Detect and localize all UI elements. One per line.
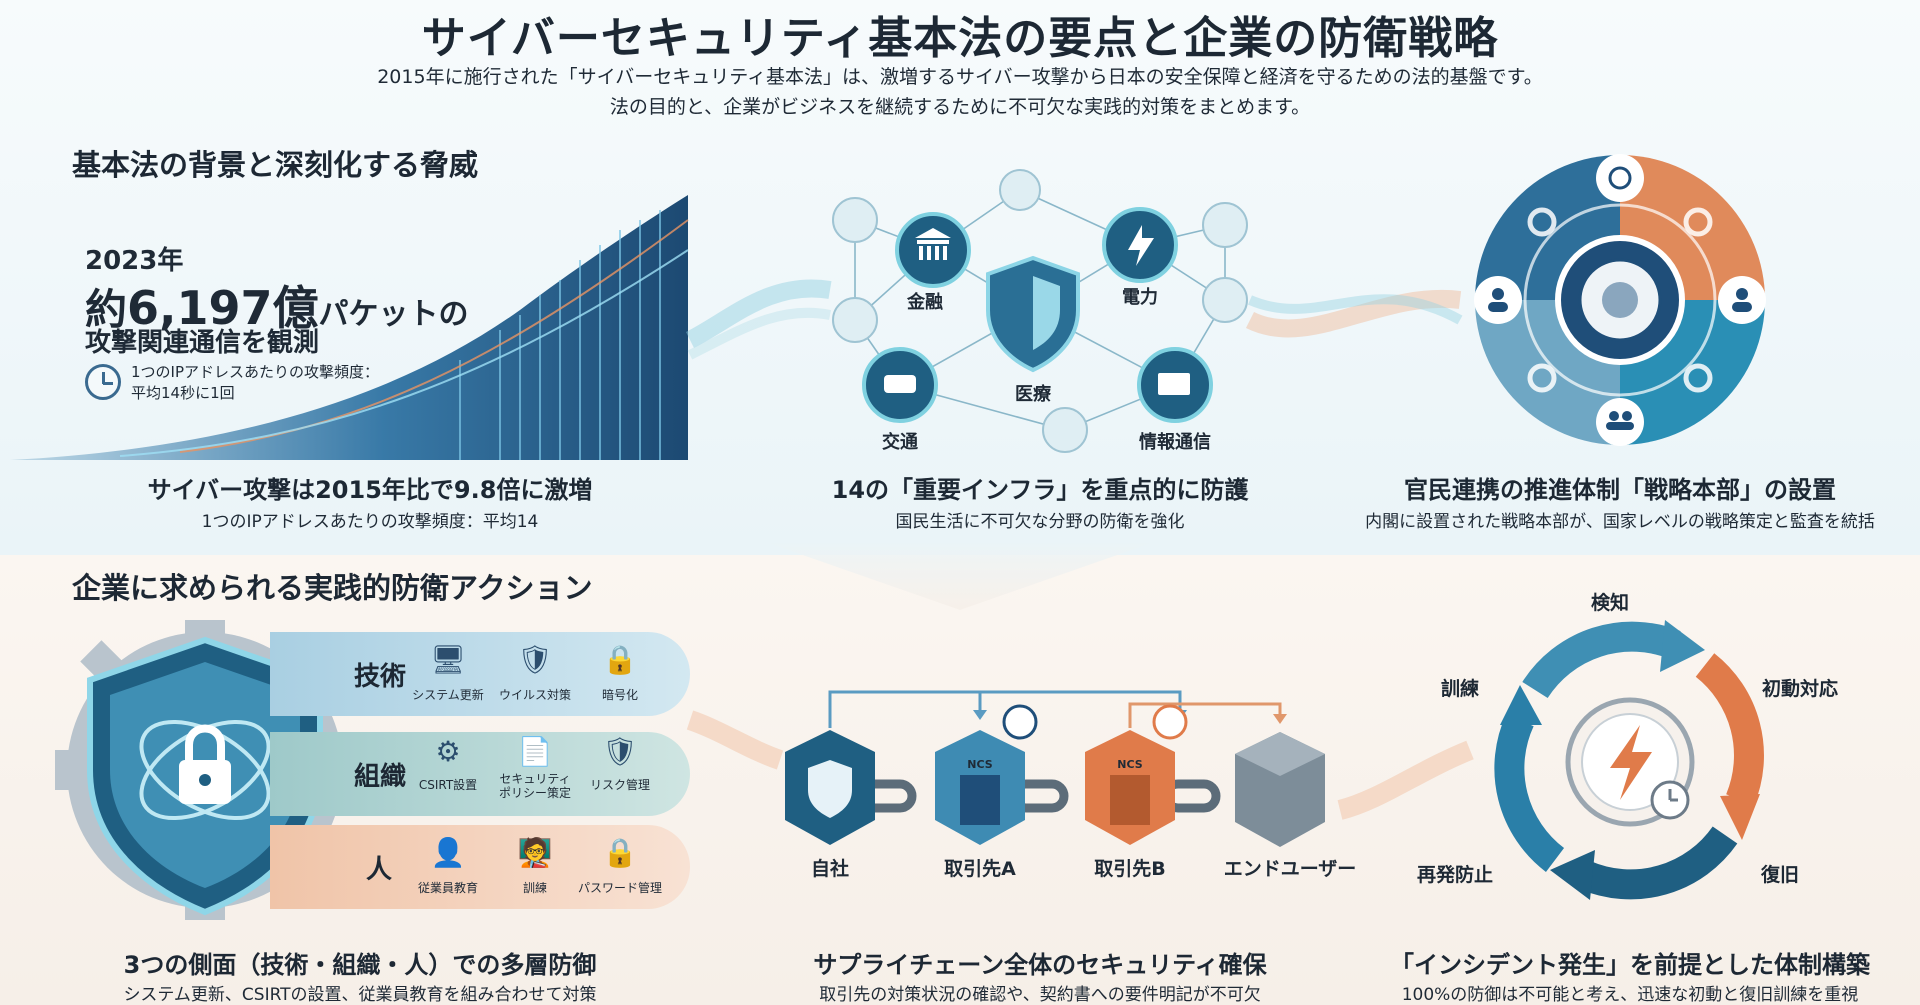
- lock-icon: 🔒: [602, 643, 638, 676]
- layer-tech-label: 技術: [354, 662, 407, 692]
- s1-card2-subtitle: 国民生活に不可欠な分野の防衛を強化: [895, 512, 1185, 532]
- node-label-finance: 金融: [906, 291, 943, 313]
- freq-line1: 1つのIPアドレスあたりの攻撃頻度：: [131, 363, 380, 381]
- human-item-1: 従業員教育: [417, 881, 478, 895]
- training-icon: 🧑‍🏫: [517, 836, 553, 869]
- policy-document-icon: 📄: [517, 735, 553, 768]
- incident-response-cycle: [1494, 620, 1764, 900]
- node-label-medical: 医療: [1015, 383, 1052, 405]
- s1-card1-title: サイバー攻撃は2015年比で9.8倍に激増: [147, 476, 593, 504]
- cycle-step-initial-response: 初動対応: [1761, 678, 1838, 700]
- stat-description: 攻撃関連通信を観測: [85, 328, 320, 358]
- layer-organization: 組織 ⚙ CSIRT設置 📄 セキュリティ ポリシー策定 🛡 リスク管理: [270, 732, 690, 816]
- wave-connector-4: [1337, 740, 1474, 820]
- section2-title: 企業に求められる実践的防衛アクション: [72, 571, 593, 605]
- clock-icon: [85, 364, 121, 400]
- s2-card3-title: 「インシデント発生」を前提とした体制構築: [1390, 951, 1870, 979]
- strategy-hq-wheel: [1474, 154, 1766, 446]
- layer-org-label: 組織: [354, 762, 407, 792]
- stat-prefix: 約: [85, 285, 128, 334]
- chain-badge-a: NCS: [967, 758, 992, 771]
- cycle-step-detect: 検知: [1590, 592, 1629, 614]
- password-lock-icon: 🔒: [602, 836, 638, 869]
- chain-node-self: 自社: [811, 857, 849, 880]
- human-item-2: 訓練: [522, 881, 547, 895]
- stat-year: 2023年: [85, 246, 184, 276]
- s2-card2-subtitle: 取引先の対策状況の確認や、契約書への要件明記が不可欠: [819, 985, 1261, 1005]
- page-subtitle-line1: 2015年に施行された「サイバーセキュリティ基本法」は、激増するサイバー攻撃から…: [377, 66, 1543, 88]
- human-item-3: パスワード管理: [577, 881, 662, 895]
- cycle-step-prevention: 再発防止: [1416, 864, 1493, 886]
- shield-check-icon: 🛡: [602, 735, 638, 768]
- infra-node-labels: 金融 電力 医療 交通 情報通信: [882, 287, 1211, 453]
- layer-human: 人 👤 従業員教育 🧑‍🏫 訓練 🔒 パスワード管理: [270, 825, 690, 909]
- stat-value: 約6,197億パケットの: [85, 272, 469, 338]
- layer-technology: 技術 🖥 システム更新 🛡 ウイルス対策 🔒 暗号化: [270, 632, 690, 716]
- defense-shield-graphic: [55, 620, 355, 920]
- supply-chain-graphic: [785, 690, 1325, 847]
- tech-item-2: ウイルス対策: [498, 688, 571, 702]
- chain-node-partner-a: 取引先A: [944, 857, 1016, 880]
- page-subtitle-line2: 法の目的と、企業がビジネスを継続するために不可欠な実践的対策をまとめます。: [609, 96, 1311, 118]
- threat-growth-graphic: [10, 195, 689, 460]
- s1-card2-title: 14の「重要インフラ」を重点的に防護: [831, 476, 1249, 504]
- virus-shield-icon: 🛡: [517, 643, 553, 676]
- org-item-2: セキュリティ ポリシー策定: [498, 772, 571, 800]
- page-title: サイバーセキュリティ基本法の要点と企業の防衛戦略: [421, 13, 1499, 64]
- section1-title: 基本法の背景と深刻化する脅威: [72, 148, 479, 182]
- person-icon: 👤: [430, 836, 466, 869]
- tech-item-3: 暗号化: [601, 688, 638, 702]
- cycle-step-recovery: 復旧: [1760, 864, 1799, 886]
- wave-connector-2: [1245, 289, 1463, 338]
- s1-card3-title: 官民連携の推進体制「戦略本部」の設置: [1404, 476, 1836, 504]
- freq-line2: 平均14秒に1回: [131, 384, 235, 402]
- org-item-1: CSIRT設置: [418, 778, 478, 792]
- s1-card3-subtitle: 内閣に設置された戦略本部が、国家レベルの戦略策定と監査を統括: [1365, 512, 1875, 532]
- wave-connector-3: [686, 710, 784, 770]
- org-item-3: リスク管理: [589, 778, 650, 792]
- node-label-ict: 情報通信: [1139, 431, 1211, 453]
- s2-card3-subtitle: 100%の防御は不可能と考え、迅速な初動と復旧訓練を重視: [1401, 985, 1859, 1005]
- s1-card1-subtitle: 1つのIPアドレスあたりの攻撃頻度：平均14: [201, 512, 539, 532]
- s2-card1-subtitle: システム更新、CSIRTの設置、従業員教育を組み合わせて対策: [123, 985, 597, 1005]
- attack-frequency: 1つのIPアドレスあたりの攻撃頻度： 平均14秒に1回: [85, 360, 415, 406]
- monitor-gear-icon: 🖥: [430, 643, 466, 676]
- s2-card1-title: 3つの側面（技術・組織・人）での多層防御: [123, 951, 597, 979]
- supply-chain-labels: NCS NCS 自社 取引先A 取引先B エンドユーザー: [811, 758, 1356, 880]
- chain-node-end-user: エンドユーザー: [1224, 858, 1357, 880]
- stat-number: 6,197億: [127, 281, 319, 335]
- stat-suffix: パケットの: [318, 297, 469, 332]
- node-label-transport: 交通: [882, 431, 918, 453]
- node-label-power: 電力: [1122, 287, 1158, 308]
- layer-human-label: 人: [366, 855, 393, 885]
- chain-node-partner-b: 取引先B: [1094, 857, 1165, 880]
- tech-item-1: システム更新: [412, 688, 484, 702]
- gear-lock-icon: ⚙: [435, 735, 461, 768]
- cycle-step-training: 訓練: [1440, 678, 1479, 700]
- wave-connector-1: [685, 279, 832, 360]
- infrastructure-network: [832, 169, 1248, 453]
- chain-badge-b: NCS: [1117, 758, 1142, 771]
- s2-card2-title: サプライチェーン全体のセキュリティ確保: [813, 951, 1267, 979]
